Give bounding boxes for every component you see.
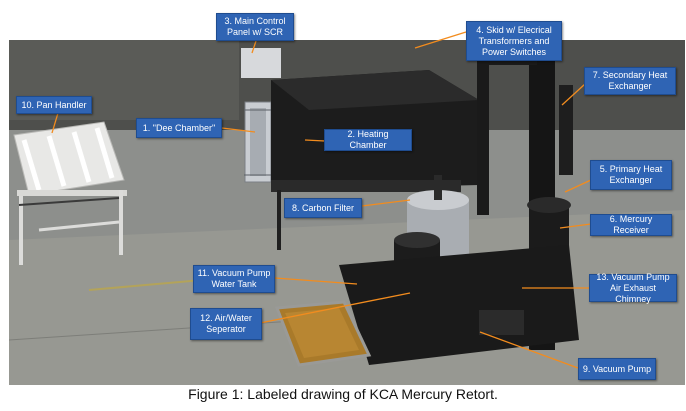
leader-separator <box>259 292 411 324</box>
leader-primary-hx <box>564 179 592 193</box>
leader-heating-chamber <box>304 139 326 142</box>
leader-water-tank <box>274 277 358 285</box>
label-pan-handler: 10. Pan Handler <box>16 96 92 114</box>
leader-vacuum-pump <box>479 331 579 369</box>
leader-dee-chamber <box>221 127 256 133</box>
figure-caption: Figure 1: Labeled drawing of KCA Mercury… <box>188 386 498 402</box>
label-skid: 4. Skid w/ Elecrical Transformers and Po… <box>466 21 562 61</box>
dee-chamber-graphic <box>244 101 273 183</box>
label-air-water-seperator: 12. Air/Water Seperator <box>190 308 262 340</box>
label-vacuum-pump-water-tank: 11. Vacuum Pump Water Tank <box>193 265 275 293</box>
leader-mercury-receiver <box>559 223 592 229</box>
label-dee-chamber: 1. "Dee Chamber" <box>136 118 222 138</box>
label-carbon-filter: 8. Carbon Filter <box>284 198 362 218</box>
leader-secondary-hx <box>561 83 586 106</box>
leader-carbon-filter <box>361 199 411 207</box>
label-primary-heat-exchanger: 5. Primary Heat Exchanger <box>590 160 672 190</box>
leader-pan-handler <box>51 112 59 134</box>
retort-photo <box>9 40 685 385</box>
label-vacuum-pump-exhaust-chimney: 13. Vacuum Pump Air Exhaust Chimney <box>589 272 677 304</box>
label-mercury-receiver: 6. Mercury Receiver <box>590 214 672 236</box>
label-main-control-panel: 3. Main Control Panel w/ SCR <box>216 13 294 41</box>
vacuum-pump-graphic <box>479 310 524 335</box>
pan-handler-graphic <box>13 121 127 265</box>
leader-control-panel <box>251 40 257 54</box>
leader-skid <box>414 31 467 49</box>
label-secondary-heat-exchanger: 7. Secondary Heat Exchanger <box>584 67 676 95</box>
control-panel-graphic <box>241 48 281 78</box>
label-vacuum-pump: 9. Vacuum Pump <box>578 358 656 380</box>
label-heating-chamber: 2. Heating Chamber <box>324 129 412 151</box>
orange-pan-graphic <box>274 300 372 367</box>
